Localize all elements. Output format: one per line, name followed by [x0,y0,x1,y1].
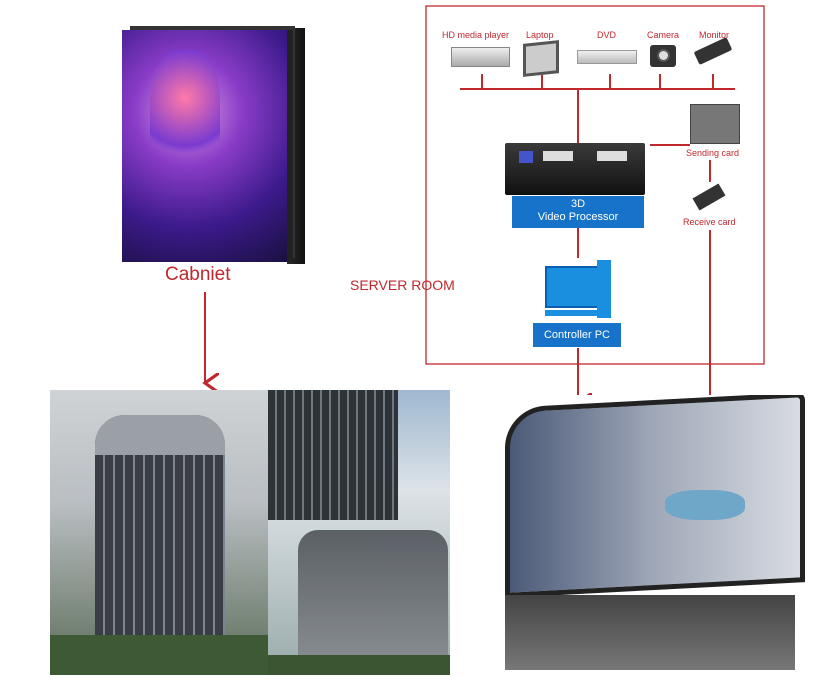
building-installation-photo-2 [268,390,450,675]
cabinet-label: Cabniet [165,264,231,285]
controller-pc-label: Controller PC [533,323,621,347]
processor-line2: Video Processor [537,211,619,223]
processor-line1: 3D [570,198,586,210]
pc-tower-icon [597,260,611,318]
camera-icon [650,45,676,67]
keyboard-icon [545,310,597,316]
source-label: DVD [597,30,617,40]
media-player-icon [451,47,510,67]
laptop-icon [523,40,559,77]
receive-card-label: Receive card [683,217,736,227]
robot-hand-artwork [665,490,745,520]
dvd-icon [577,50,637,64]
source-label: HD media player [442,30,510,40]
cabinet-artwork [150,50,220,170]
video-processor-label: 3D Video Processor [512,196,644,228]
source-label: Camera [647,30,680,40]
3d-billboard-photo [495,395,808,670]
server-room-label: SERVER ROOM [350,277,455,293]
server-room-box [425,5,765,365]
pc-monitor-icon [545,266,599,308]
video-processor-image [505,143,645,195]
building-installation-photo-1 [50,390,268,675]
cabinet-frame [287,28,305,264]
sending-card-icon [690,104,740,144]
source-label: Laptop [526,30,554,40]
sending-card-label: Sending card [686,148,740,158]
source-label: Monitor [699,30,730,40]
